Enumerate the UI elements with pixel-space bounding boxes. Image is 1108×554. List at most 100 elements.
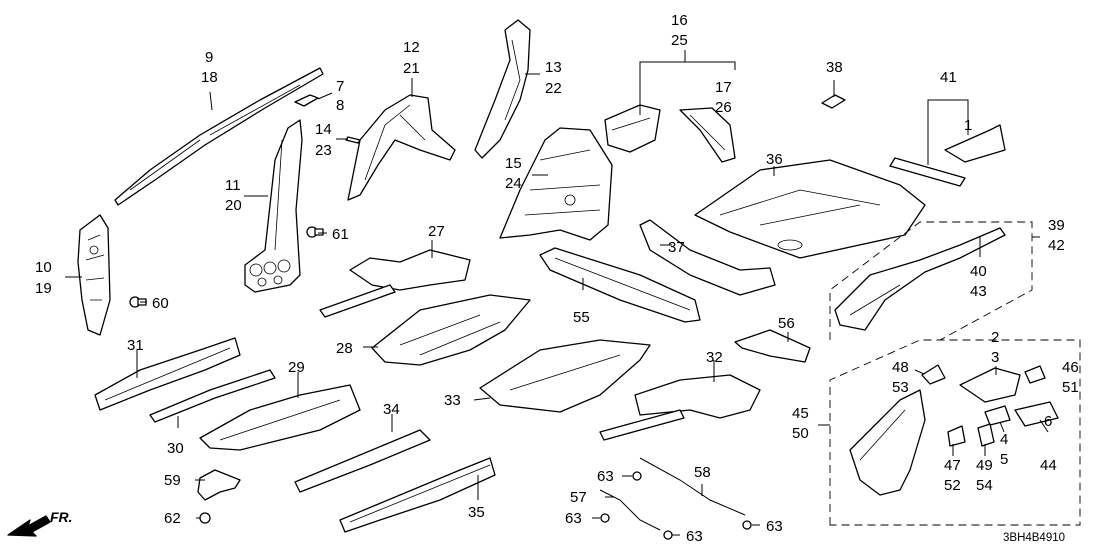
- label-9: 9: [205, 49, 213, 66]
- label-33: 33: [444, 392, 461, 409]
- part-rear-crossmember-37[interactable]: [639, 219, 776, 296]
- part-bracket-46[interactable]: [1024, 365, 1046, 384]
- part-frame-29[interactable]: [199, 384, 361, 451]
- part-bracket-2[interactable]: [959, 367, 1021, 403]
- label-48: 48: [892, 359, 909, 376]
- label-30: 30: [167, 440, 184, 457]
- group-box-39: [829, 221, 1033, 341]
- label-18: 18: [201, 69, 218, 86]
- label-63-a: 63: [597, 468, 614, 485]
- part-side-sill-34[interactable]: [294, 429, 431, 493]
- label-6: 6: [1044, 413, 1052, 430]
- label-63-b: 63: [565, 510, 582, 527]
- label-39: 39: [1048, 217, 1065, 234]
- label-43: 43: [970, 283, 987, 300]
- part-rear-frame-40[interactable]: [834, 227, 1006, 331]
- bolt-62[interactable]: [199, 512, 211, 524]
- group-box-45: [829, 339, 1081, 526]
- label-37: 37: [668, 239, 685, 256]
- label-11: 11: [225, 177, 241, 194]
- front-direction-label: FR.: [50, 509, 73, 525]
- label-23: 23: [315, 142, 332, 159]
- label-2: 2: [991, 329, 999, 346]
- part-center-pillar[interactable]: [244, 119, 303, 293]
- part-rear-frame-16[interactable]: [604, 104, 661, 153]
- label-4: 4: [1000, 431, 1008, 448]
- part-bracket-48[interactable]: [921, 364, 946, 385]
- part-sill-extension-30[interactable]: [149, 369, 276, 423]
- label-13: 13: [545, 59, 562, 76]
- label-26: 26: [715, 99, 732, 116]
- label-36: 36: [766, 151, 783, 168]
- part-side-sill-31[interactable]: [94, 337, 241, 411]
- part-rear-pillar-inner[interactable]: [347, 94, 456, 201]
- label-63-d: 63: [766, 518, 783, 535]
- label-56: 56: [778, 315, 795, 332]
- part-front-pillar-lower[interactable]: [77, 214, 111, 336]
- label-61: 61: [332, 226, 349, 243]
- part-side-sill-35[interactable]: [339, 457, 496, 533]
- label-51: 51: [1062, 379, 1079, 396]
- part-rear-frame-17[interactable]: [679, 107, 736, 163]
- label-47: 47: [944, 457, 961, 474]
- label-5: 5: [1000, 451, 1008, 468]
- part-brace-58[interactable]: [639, 457, 746, 516]
- part-brace-56[interactable]: [734, 329, 811, 363]
- label-28: 28: [336, 340, 353, 357]
- label-19: 19: [35, 280, 52, 297]
- label-20: 20: [225, 197, 242, 214]
- callout-labels: 9 18 7 8 12 21 13 22 14 23 11 20 10 19 6…: [35, 12, 1079, 545]
- label-16: 16: [671, 12, 688, 29]
- part-rear-panel-41[interactable]: [889, 157, 966, 187]
- bolt-61[interactable]: [306, 226, 324, 238]
- label-17: 17: [715, 79, 732, 96]
- part-clip-14[interactable]: [345, 136, 361, 144]
- part-floor-frame-32[interactable]: [599, 374, 761, 441]
- part-bracket-59[interactable]: [197, 469, 241, 501]
- part-floor-tunnel-55[interactable]: [539, 247, 701, 323]
- front-direction-arrow: FR.: [7, 509, 73, 537]
- label-59: 59: [164, 472, 181, 489]
- part-bracket-4[interactable]: [984, 405, 1011, 426]
- part-bracket-6[interactable]: [1014, 401, 1059, 427]
- label-1: 1: [964, 117, 972, 134]
- part-floor-frame-27[interactable]: [319, 249, 471, 318]
- part-bracket-49[interactable]: [977, 423, 995, 447]
- part-front-floor-33[interactable]: [479, 339, 651, 413]
- label-49: 49: [976, 457, 993, 474]
- label-57: 57: [570, 489, 587, 506]
- label-31: 31: [127, 337, 144, 354]
- label-55: 55: [573, 309, 590, 326]
- label-24: 24: [505, 175, 522, 192]
- diagram-code: 3BH4B4910: [1003, 532, 1065, 544]
- part-brace-57[interactable]: [599, 489, 661, 531]
- label-27: 27: [428, 223, 445, 240]
- label-15: 15: [505, 155, 522, 172]
- label-50: 50: [792, 425, 809, 442]
- label-29: 29: [288, 359, 305, 376]
- label-25: 25: [671, 32, 688, 49]
- part-small-bracket-7[interactable]: [294, 94, 319, 107]
- label-54: 54: [976, 477, 993, 494]
- label-7: 7: [336, 78, 344, 95]
- label-22: 22: [545, 80, 562, 97]
- part-bracket-47[interactable]: [947, 425, 966, 447]
- bolt-63-group[interactable]: [600, 471, 752, 540]
- label-14: 14: [315, 121, 332, 138]
- label-12: 12: [403, 39, 420, 56]
- label-21: 21: [403, 60, 420, 77]
- part-rear-pillar-brace[interactable]: [474, 19, 531, 159]
- part-front-floor-28[interactable]: [371, 294, 531, 366]
- label-62: 62: [164, 510, 181, 527]
- label-58: 58: [694, 464, 711, 481]
- part-rear-floor-36[interactable]: [694, 159, 926, 259]
- part-frame-45[interactable]: [849, 389, 926, 496]
- label-10: 10: [35, 259, 52, 276]
- part-crossmember-1[interactable]: [944, 124, 1006, 163]
- part-roof-side-rail[interactable]: [114, 67, 324, 206]
- part-rear-wheelhouse[interactable]: [499, 127, 613, 241]
- part-bracket-38[interactable]: [821, 94, 846, 109]
- label-40: 40: [970, 263, 987, 280]
- label-35: 35: [468, 504, 485, 521]
- label-8: 8: [336, 97, 344, 114]
